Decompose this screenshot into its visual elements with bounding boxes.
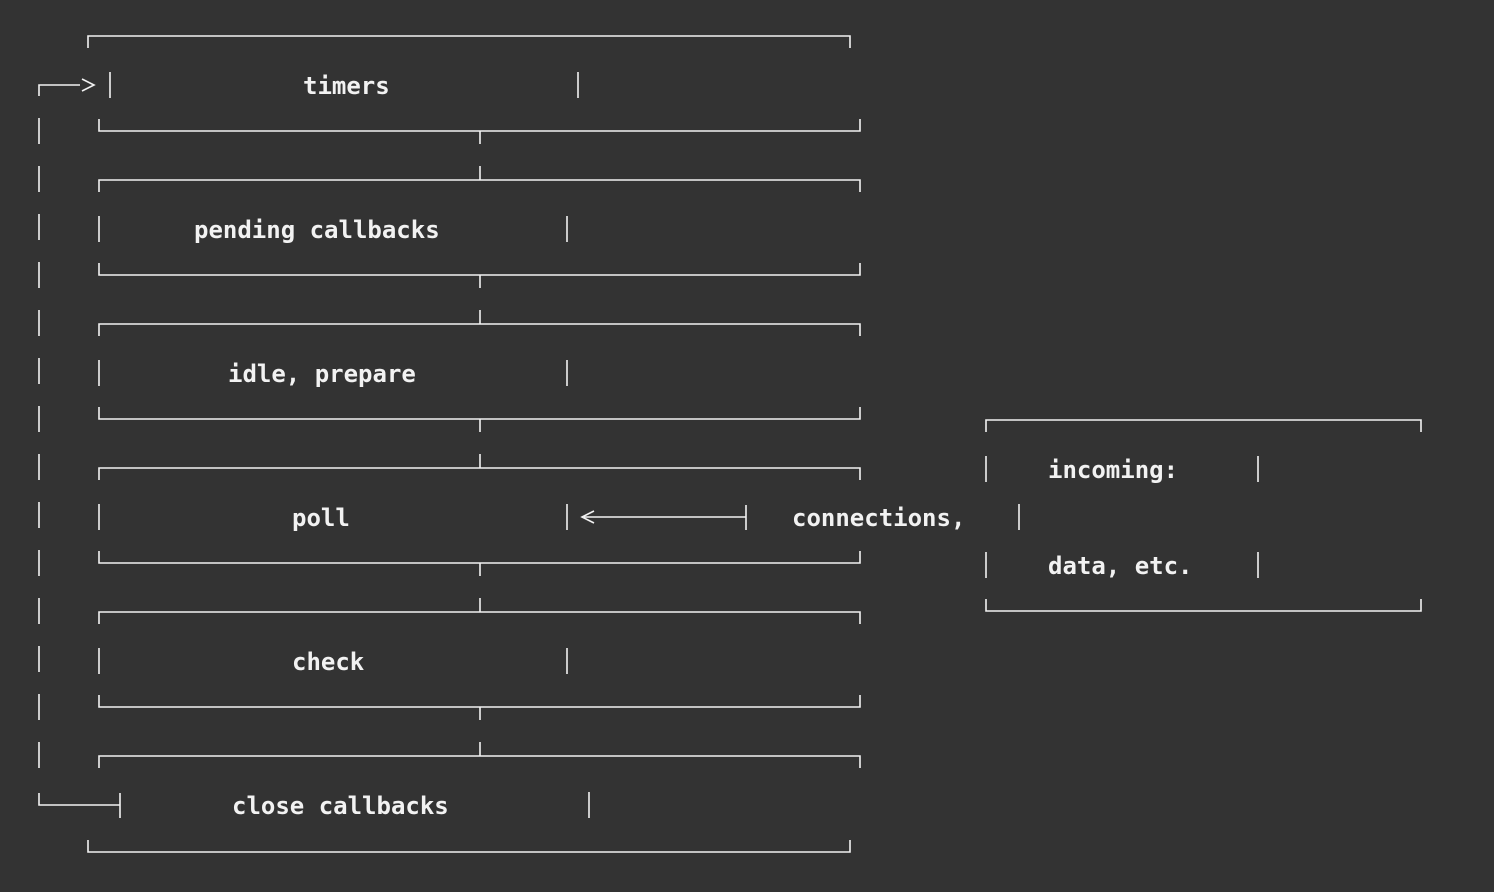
loop-back-top: [38, 84, 80, 96]
incoming-label-line2: connections,: [792, 504, 966, 532]
incoming-label-line3: data, etc.: [1048, 552, 1193, 580]
close-box-top: [98, 755, 861, 768]
check-box-bottom: [98, 695, 861, 708]
loop-back-bottom: [38, 793, 120, 806]
timers-box-bottom: [98, 119, 861, 132]
loop-back-arrow-head: [81, 78, 96, 92]
phase-label-timers: timers: [303, 72, 390, 100]
idle-box-top: [98, 323, 861, 336]
close-box-bottom: [87, 840, 851, 853]
phase-label-poll: poll: [292, 504, 350, 532]
incoming-box-bottom: [985, 599, 1422, 612]
check-box-top: [98, 611, 861, 624]
phase-label-idle-prepare: idle, prepare: [228, 360, 416, 388]
poll-box-top: [98, 467, 861, 480]
phase-label-close-callbacks: close callbacks: [232, 792, 449, 820]
pending-box-top: [98, 179, 861, 192]
incoming-label-line1: incoming:: [1048, 456, 1179, 484]
timers-box-top: [87, 35, 851, 48]
idle-box-bottom: [98, 407, 861, 420]
incoming-box-top: [985, 419, 1422, 432]
pending-box-bottom: [98, 263, 861, 276]
poll-box-bottom: [98, 551, 861, 564]
phase-label-check: check: [292, 648, 365, 676]
phase-label-pending-callbacks: pending callbacks: [194, 216, 440, 244]
incoming-arrow-head: [580, 510, 595, 524]
